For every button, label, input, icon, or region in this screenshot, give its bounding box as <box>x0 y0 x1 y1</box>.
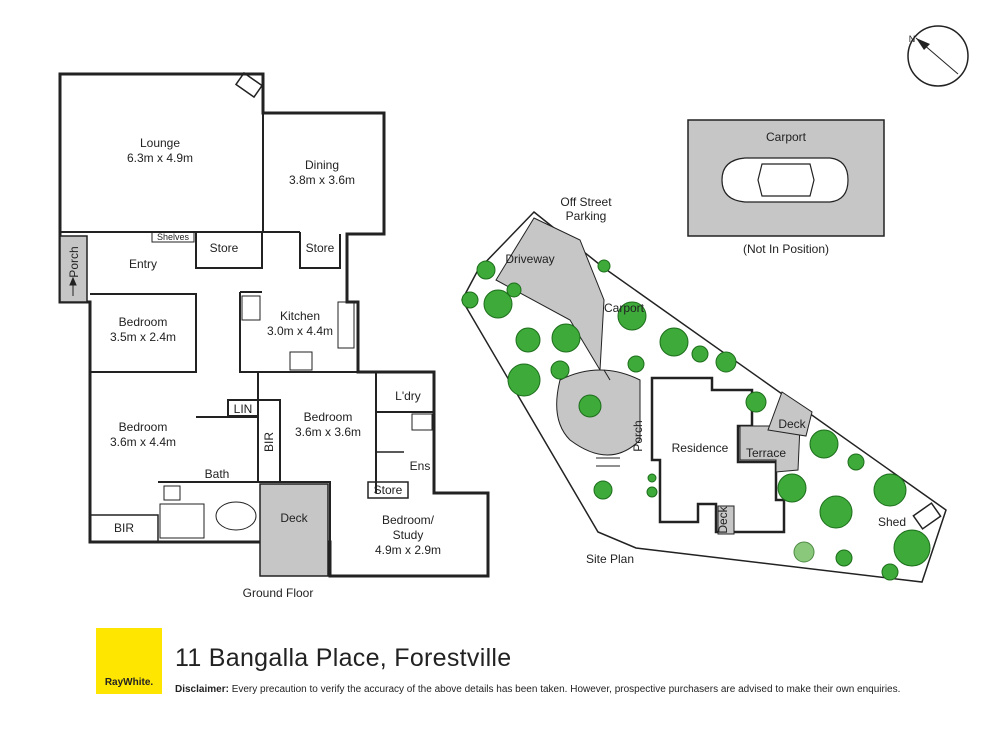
entry-arrow-icon <box>69 276 77 296</box>
kitchen-dims: 3.0m x 4.4m <box>267 324 333 338</box>
carport-title: Carport <box>766 130 807 144</box>
ground-floor-plan <box>58 71 490 578</box>
carport-detail <box>687 119 885 237</box>
dining-dims: 3.8m x 3.6m <box>289 173 355 187</box>
bedroom-2-dims: 3.6m x 4.4m <box>110 435 176 449</box>
site-terrace-label: Terrace <box>746 446 786 460</box>
raywhite-logo: RayWhite. <box>96 628 162 694</box>
bedroom-3-dims: 3.6m x 3.6m <box>295 425 361 439</box>
compass-north-label: N <box>909 34 916 44</box>
car-icon <box>721 157 849 203</box>
shelves-label: Shelves <box>157 232 190 242</box>
study-name-line-2: Study <box>393 528 424 542</box>
property-address: 11 Bangalla Place, Forestville <box>175 644 512 672</box>
carport-note: (Not In Position) <box>743 242 829 256</box>
bir-1-label: BIR <box>114 521 134 535</box>
site-driveway-label: Driveway <box>505 252 554 266</box>
study-dims: 4.9m x 2.9m <box>375 543 441 557</box>
bedroom-1-dims: 3.5m x 2.4m <box>110 330 176 344</box>
site-plan <box>461 210 947 583</box>
bir-2-label: BIR <box>262 432 276 452</box>
site-porch-label: Porch <box>631 420 645 451</box>
bath-label: Bath <box>205 467 230 481</box>
entry-label: Entry <box>129 257 157 271</box>
bedroom-3-name: Bedroom <box>304 410 353 424</box>
bedroom-1-name: Bedroom <box>119 315 168 329</box>
site-residence-label: Residence <box>672 441 729 455</box>
porch-label: Porch <box>67 246 81 277</box>
site-deck-2-label: Deck <box>716 505 730 533</box>
site-plan-caption: Site Plan <box>586 552 634 566</box>
site-deck-1-label: Deck <box>778 417 806 431</box>
site-parking-label-line-2: Parking <box>566 209 607 223</box>
laundry-label: L'dry <box>395 389 421 403</box>
raywhite-logo-text: RayWhite. <box>104 677 154 688</box>
compass-icon <box>907 25 969 87</box>
disclaimer: Disclaimer: Every precaution to verify t… <box>175 684 900 695</box>
store-3-label: Store <box>374 483 403 497</box>
site-parking-label-line-1: Off Street <box>560 195 612 209</box>
study-name-line-1: Bedroom/ <box>382 513 435 527</box>
site-shed-label: Shed <box>878 515 906 529</box>
ensuite-label: Ens <box>410 459 431 473</box>
store-2-label: Store <box>306 241 335 255</box>
ground-floor-caption: Ground Floor <box>243 586 314 600</box>
disclaimer-label: Disclaimer: <box>175 684 229 695</box>
kitchen-name: Kitchen <box>280 309 320 323</box>
linen-label: LIN <box>234 402 253 416</box>
lounge-name: Lounge <box>140 136 180 150</box>
site-carport-label: Carport <box>604 301 645 315</box>
dining-name: Dining <box>305 158 339 172</box>
deck-label: Deck <box>280 511 308 525</box>
disclaimer-text: Every precaution to verify the accuracy … <box>228 684 901 695</box>
lounge-dims: 6.3m x 4.9m <box>127 151 193 165</box>
bedroom-2-name: Bedroom <box>119 420 168 434</box>
store-1-label: Store <box>210 241 239 255</box>
